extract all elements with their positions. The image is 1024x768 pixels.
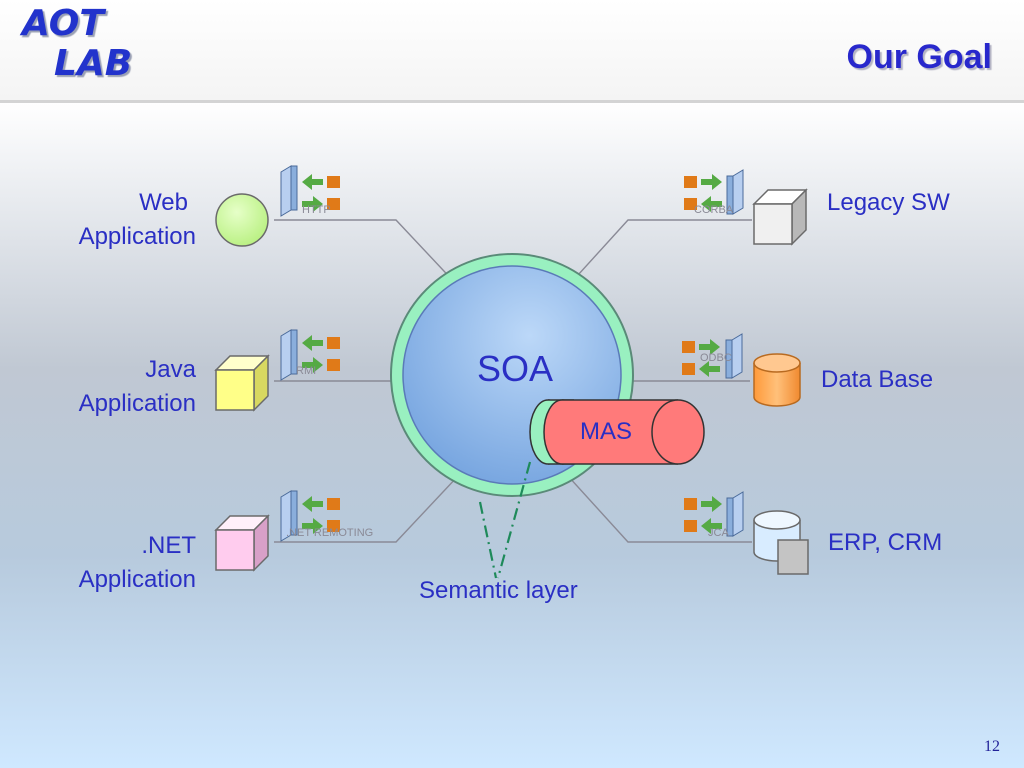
semantic-pointer xyxy=(478,461,532,579)
connector-rmi: RMI xyxy=(280,329,340,381)
net-app-cube-icon xyxy=(214,514,270,572)
protocol-label-corba: CORBA xyxy=(694,204,734,216)
logo-line-2: LAB xyxy=(54,43,133,84)
line-net xyxy=(274,475,459,543)
client-label-web-line1: Web xyxy=(139,189,188,216)
line-erp xyxy=(567,475,752,543)
slide-title: Our Goal xyxy=(846,38,992,76)
client-label-java: Java Application xyxy=(79,353,196,421)
protocol-label-net-remoting: .NET REMOTING xyxy=(286,527,373,539)
slide-header: AOT LAB Our Goal xyxy=(0,0,1024,103)
backend-label-database: Data Base xyxy=(821,366,934,393)
soa-label: SOA xyxy=(476,348,554,389)
web-app-sphere-icon xyxy=(215,193,269,247)
connector-net-remoting: .NET REMOTING xyxy=(280,490,373,542)
database-icon xyxy=(753,353,801,407)
client-label-web: Web Application xyxy=(79,186,196,254)
client-label-java-line1: Java xyxy=(145,356,196,383)
java-app-cube-icon xyxy=(214,354,270,412)
backend-label-legacy: Legacy SW xyxy=(827,189,950,216)
erp-crm-server-icon xyxy=(753,510,809,575)
mas-cylinder xyxy=(529,399,705,465)
connector-jca: JCA xyxy=(684,491,744,539)
semantic-layer-label: Semantic layer xyxy=(419,577,578,604)
connector-odbc: ODBC xyxy=(682,333,743,379)
mas-label: MAS xyxy=(579,418,632,445)
connector-corba: CORBA xyxy=(684,169,744,216)
client-label-net-line2: Application xyxy=(78,566,196,593)
page-number: 12 xyxy=(984,738,1000,755)
protocol-label-rmi: RMI xyxy=(296,365,316,377)
logo: AOT LAB xyxy=(22,4,132,84)
client-label-net-line1: .NET xyxy=(141,532,196,559)
backend-label-erp: ERP, CRM xyxy=(828,529,943,556)
line-legacy xyxy=(567,219,752,287)
protocol-label-http: HTTP xyxy=(302,204,331,216)
legacy-sw-cube-icon xyxy=(752,188,808,246)
line-web xyxy=(274,219,459,287)
protocol-label-jca: JCA xyxy=(708,527,729,539)
client-label-web-line2: Application xyxy=(78,223,196,250)
client-label-java-line2: Application xyxy=(78,390,196,417)
protocol-label-odbc: ODBC xyxy=(700,352,732,364)
logo-line-1: AOT xyxy=(22,3,104,44)
client-label-net: .NET Application xyxy=(79,529,196,597)
connector-http: HTTP xyxy=(280,165,340,217)
